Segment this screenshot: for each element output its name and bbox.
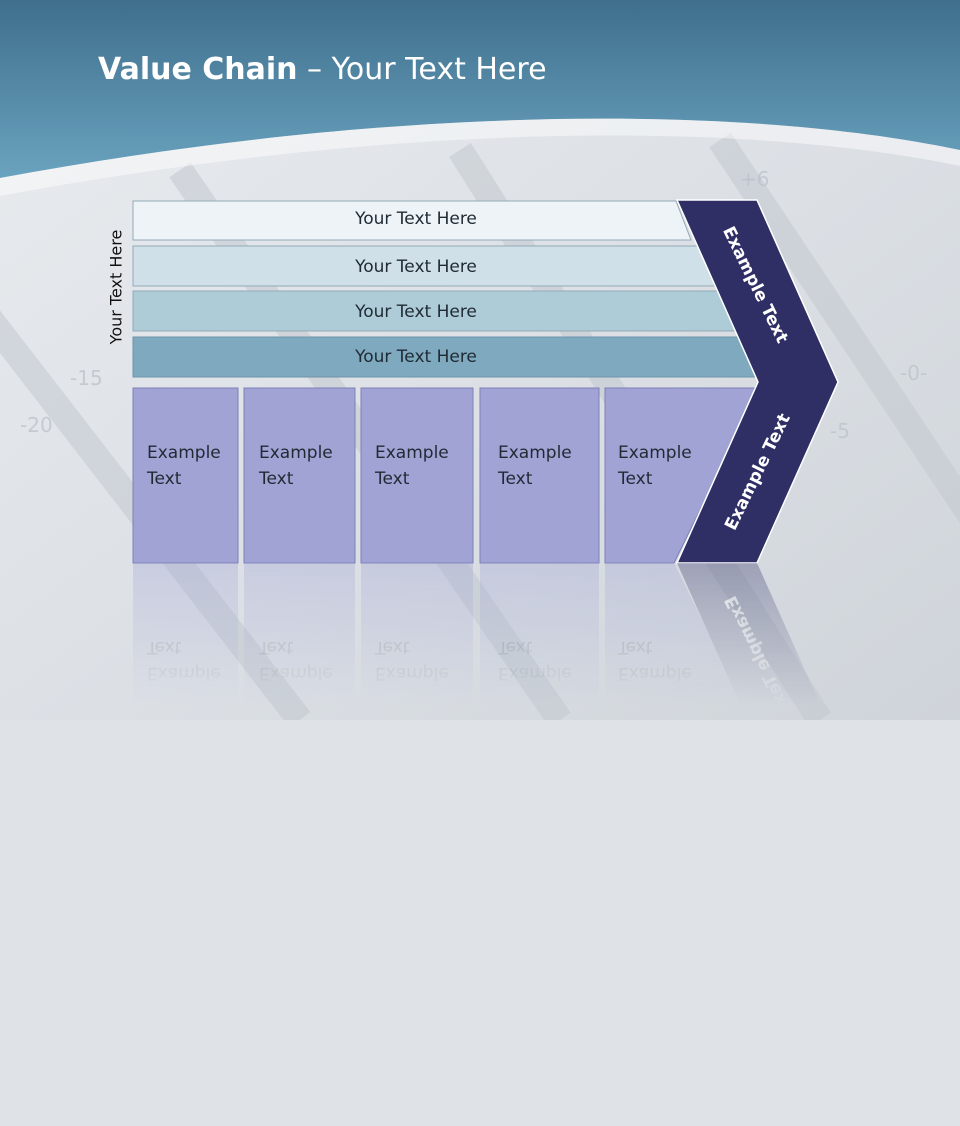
bar-3-label: Your Text Here [355,302,477,322]
column-1[interactable] [132,387,239,564]
column-2[interactable] [243,387,356,564]
bar-1[interactable] [132,200,692,241]
svg-text:-0-: -0- [900,361,927,385]
bar-1-label: Your Text Here [355,209,477,229]
value-chain-diagram [132,199,839,564]
bar-4-label: Your Text Here [355,347,477,367]
svg-text:-20: -20 [20,413,53,437]
column-5[interactable] [604,387,761,564]
slide-title: Value Chain – Your Text Here [98,52,547,87]
column-3[interactable] [360,387,474,564]
svg-text:-5: -5 [830,419,850,443]
svg-text:-15: -15 [70,366,103,390]
svg-text:+6: +6 [740,167,769,191]
chevron-arrow[interactable] [675,199,839,564]
bar-2-label: Your Text Here [355,257,477,277]
column-4[interactable] [479,387,600,564]
